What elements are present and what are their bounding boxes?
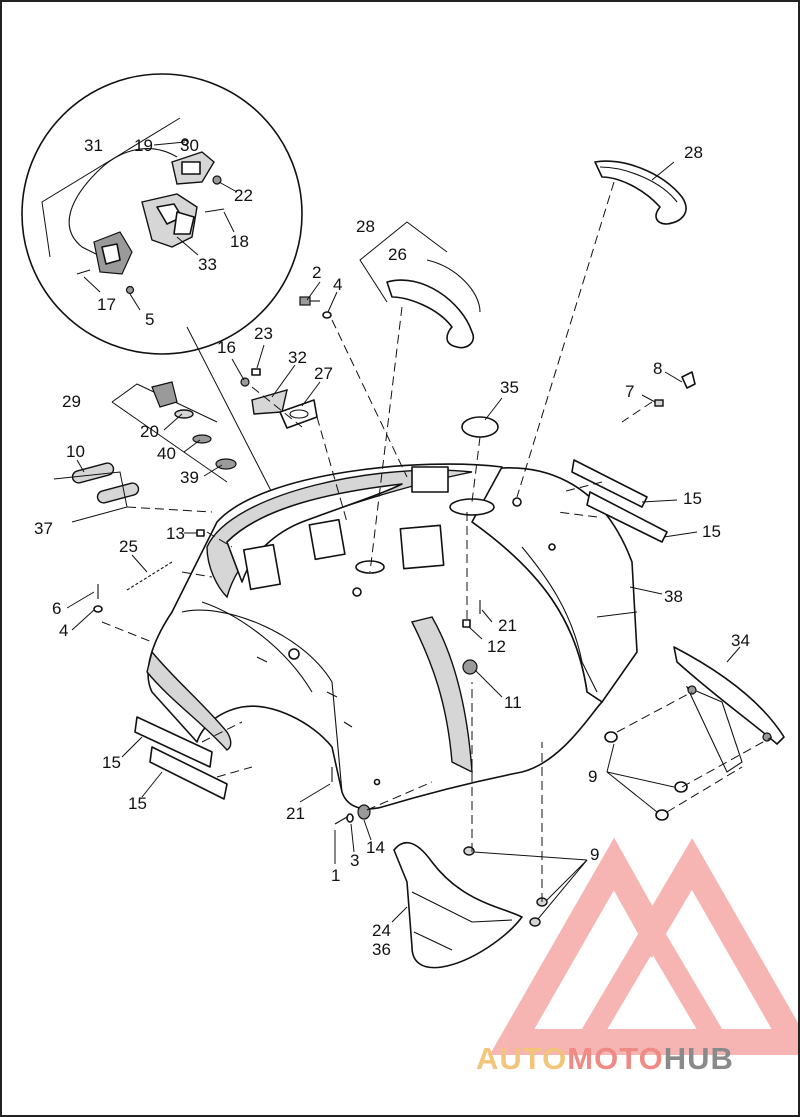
callout-18: 18 — [230, 232, 249, 251]
callout-38: 38 — [664, 587, 683, 606]
callout-26: 26 — [388, 245, 407, 264]
callout-9-right: 9 — [588, 767, 597, 786]
callout-21-bottom: 21 — [286, 804, 305, 823]
watermark-auto: AUTO — [476, 1041, 567, 1076]
callout-36: 36 — [372, 940, 391, 959]
assembly-lines — [101, 181, 773, 902]
callout-15-d: 15 — [128, 794, 147, 813]
callout-16: 16 — [217, 338, 236, 357]
bracket-34 — [673, 646, 785, 773]
latch-33 — [141, 193, 198, 248]
callout-7: 7 — [625, 382, 634, 401]
callout-3: 3 — [350, 851, 359, 870]
callout-24: 24 — [372, 921, 391, 940]
watermark-moto: MOTO — [567, 1041, 663, 1076]
callout-17: 17 — [97, 295, 116, 314]
callout-35: 35 — [500, 378, 519, 397]
callout-34: 34 — [731, 631, 750, 650]
callout-28-right: 28 — [684, 143, 703, 162]
callout-15-c: 15 — [102, 753, 121, 772]
callout-15-a: 15 — [683, 489, 702, 508]
callout-1: 1 — [331, 866, 340, 885]
clip-8 — [654, 371, 696, 407]
watermark-text: AUTOMOTOHUB — [476, 1041, 734, 1076]
callout-21-right: 21 — [498, 616, 517, 635]
screw-6 — [93, 584, 103, 613]
pin-13 — [196, 529, 205, 537]
callout-9-bottom: 9 — [590, 845, 599, 864]
lock-mechanism — [93, 231, 133, 275]
callout-8: 8 — [653, 359, 662, 378]
callout-29: 29 — [62, 392, 81, 411]
callout-4-top: 4 — [333, 275, 342, 294]
lock-cylinder-29 — [111, 381, 237, 483]
callout-30: 30 — [180, 136, 199, 155]
fasteners-1-3-14 — [334, 804, 371, 825]
callout-2: 2 — [312, 263, 321, 282]
callouts: 31 19 30 22 18 33 17 5 28 28 26 2 4 8 7 … — [34, 136, 750, 959]
callout-12: 12 — [487, 637, 506, 656]
callout-5: 5 — [145, 310, 154, 329]
watermark-logo — [489, 837, 798, 1055]
callout-27: 27 — [314, 364, 333, 383]
callout-40: 40 — [157, 444, 176, 463]
cover-24-36 — [393, 842, 523, 969]
callout-22: 22 — [234, 186, 253, 205]
callout-4-left: 4 — [59, 621, 68, 640]
callout-37: 37 — [34, 519, 53, 538]
callout-6: 6 — [52, 599, 61, 618]
strip-25 — [126, 561, 173, 591]
bolt-2 — [299, 296, 332, 319]
leader-lines — [66, 161, 741, 923]
trim-26-28-left — [359, 221, 481, 349]
callout-15-b: 15 — [702, 522, 721, 541]
callout-25: 25 — [119, 537, 138, 556]
trim-28-right — [594, 160, 687, 225]
actuator-30 — [171, 151, 215, 185]
callout-28-left: 28 — [356, 217, 375, 236]
saddlebag-body-38 — [146, 463, 638, 810]
pads-10-37 — [53, 462, 140, 523]
cap-35 — [461, 416, 499, 438]
callout-39: 39 — [180, 468, 199, 487]
callout-14: 14 — [366, 838, 385, 857]
watermark-hub: HUB — [664, 1041, 734, 1076]
latch-detail-circle — [21, 73, 303, 523]
svg-text:AUTOMOTOHUB: AUTOMOTOHUB — [476, 1041, 734, 1076]
callout-20: 20 — [140, 422, 159, 441]
callout-31: 31 — [84, 136, 103, 155]
callout-10: 10 — [66, 442, 85, 461]
callout-33: 33 — [198, 255, 217, 274]
tape-15-left — [134, 716, 228, 800]
tape-15-right — [571, 459, 668, 543]
callout-11: 11 — [504, 693, 522, 712]
callout-32: 32 — [288, 348, 307, 367]
callout-19: 19 — [134, 136, 153, 155]
nut-12 — [462, 619, 471, 628]
callout-23: 23 — [254, 324, 273, 343]
gasket-32-27 — [240, 368, 318, 429]
callout-13: 13 — [166, 524, 185, 543]
